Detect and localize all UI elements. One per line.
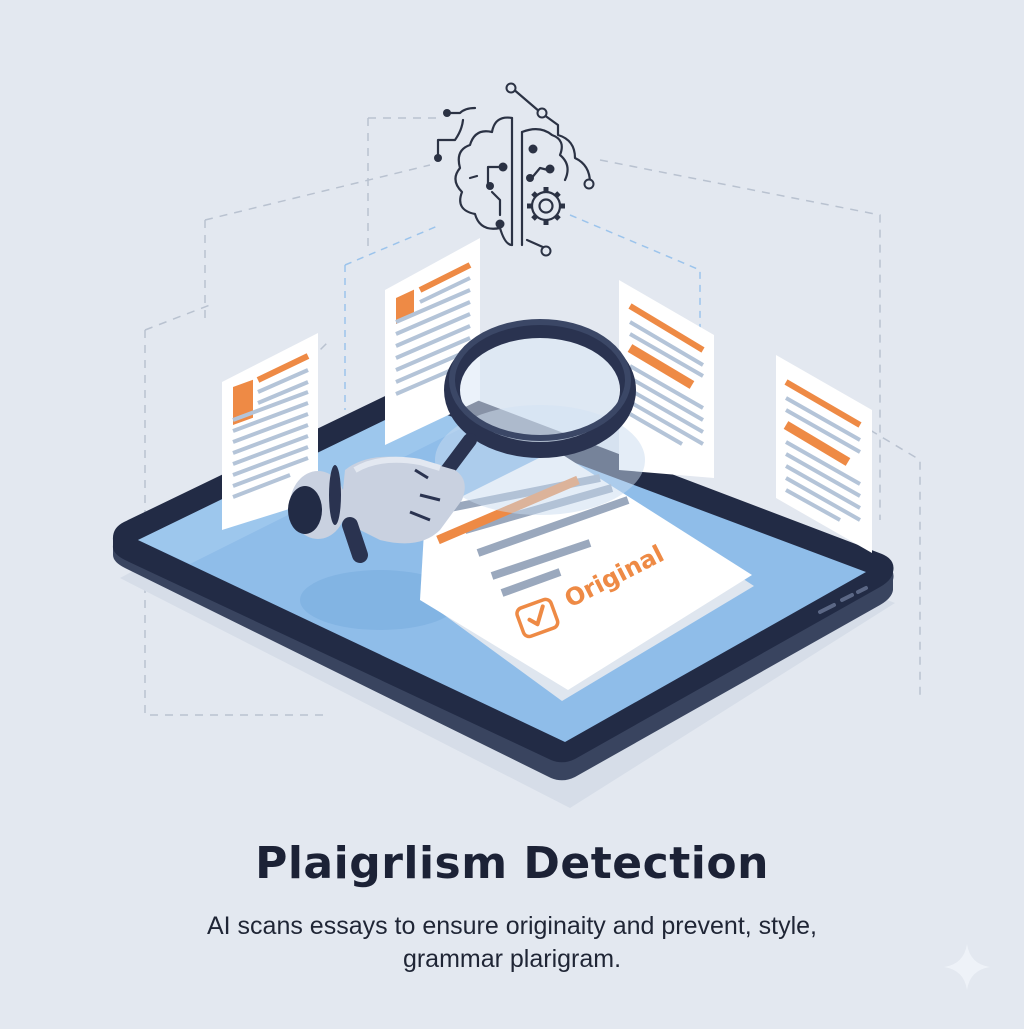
- subtitle-line-2: grammar plarigram.: [402, 945, 622, 973]
- floating-document-3: [619, 280, 714, 478]
- page-title: Plaigrlism Detection: [255, 838, 769, 889]
- gear-icon: [527, 187, 565, 225]
- floating-document-4: [776, 355, 872, 553]
- robot-hand-icon: [288, 456, 465, 563]
- magnifying-glass-icon: [433, 319, 645, 515]
- sparkle-icon: [944, 944, 990, 990]
- page-subtitle: AI scans essays to ensure originaity and…: [0, 910, 1024, 976]
- subtitle-line-1: AI scans essays to ensure originaity and…: [206, 912, 818, 940]
- floating-document-1: [222, 333, 318, 530]
- ai-brain-circuit-icon: [436, 86, 592, 250]
- checkbox-check-icon: [515, 597, 560, 639]
